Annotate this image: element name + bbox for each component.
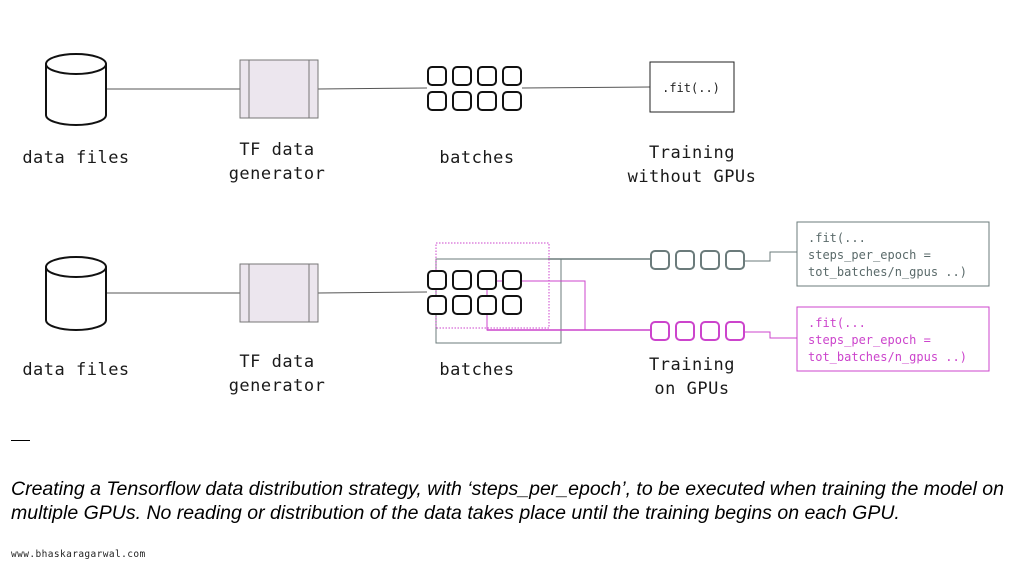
row1-training-label-line2: without GPUs	[628, 167, 757, 187]
row2-batches-icon	[427, 270, 522, 315]
row1-generator-icon	[239, 59, 319, 119]
gpu2-grouping-inner	[486, 280, 586, 331]
gpu1-batch-queue	[650, 250, 745, 270]
gpu2-code-line3: tot_batches/n_gpus ..)	[808, 350, 967, 364]
row2-database-icon	[45, 256, 107, 331]
row1-generator-label-line1: TF data	[239, 140, 314, 160]
row1-fit-code: .fit(..)	[662, 81, 720, 95]
row2-generator-label-line2: generator	[229, 376, 326, 396]
gpu2-connector-to-code	[744, 331, 797, 339]
row2-pipeline: data files TF data generator batches	[22, 221, 990, 399]
row2-generator-label-line1: TF data	[239, 352, 314, 372]
row2-generator-icon	[239, 263, 319, 323]
row1-training-label-line1: Training	[649, 143, 735, 163]
row2-training-label-line2: on GPUs	[654, 379, 729, 399]
gpu2-batch-queue	[650, 321, 745, 341]
caption-separator	[11, 440, 30, 441]
gpu1-fit-box	[796, 221, 990, 287]
gpu1-code-line1: .fit(...	[808, 231, 866, 245]
figure-caption: Creating a Tensorflow data distribution …	[11, 478, 1004, 524]
row1-database-icon	[45, 53, 107, 126]
gpu1-connector-to-code	[744, 251, 797, 262]
gpu1-code-line2: steps_per_epoch =	[808, 248, 931, 262]
row2-batches-label: batches	[439, 360, 514, 380]
gpu1-code-line3: tot_batches/n_gpus ..)	[808, 265, 967, 279]
gpu2-fit-box	[796, 306, 990, 372]
row1-batches-label: batches	[439, 148, 514, 168]
gpu2-code-line2: steps_per_epoch =	[808, 333, 931, 347]
row2-training-label-line1: Training	[649, 355, 735, 375]
row1-data-files-label: data files	[22, 148, 129, 168]
row2-connector-generator-batches	[317, 291, 428, 294]
row1-batches-icon	[427, 66, 522, 111]
footer-url: www.bhaskaragarwal.com	[11, 549, 146, 560]
row1-connector-generator-batches	[317, 87, 428, 90]
row1-pipeline: data files TF data generator batches .fi…	[22, 53, 757, 187]
row1-generator-label-line2: generator	[229, 164, 326, 184]
row1-fit-box	[649, 61, 735, 113]
gpu2-code-line1: .fit(...	[808, 316, 866, 330]
row2-data-files-label: data files	[22, 360, 129, 380]
row1-connector-batches-fit	[521, 86, 651, 89]
